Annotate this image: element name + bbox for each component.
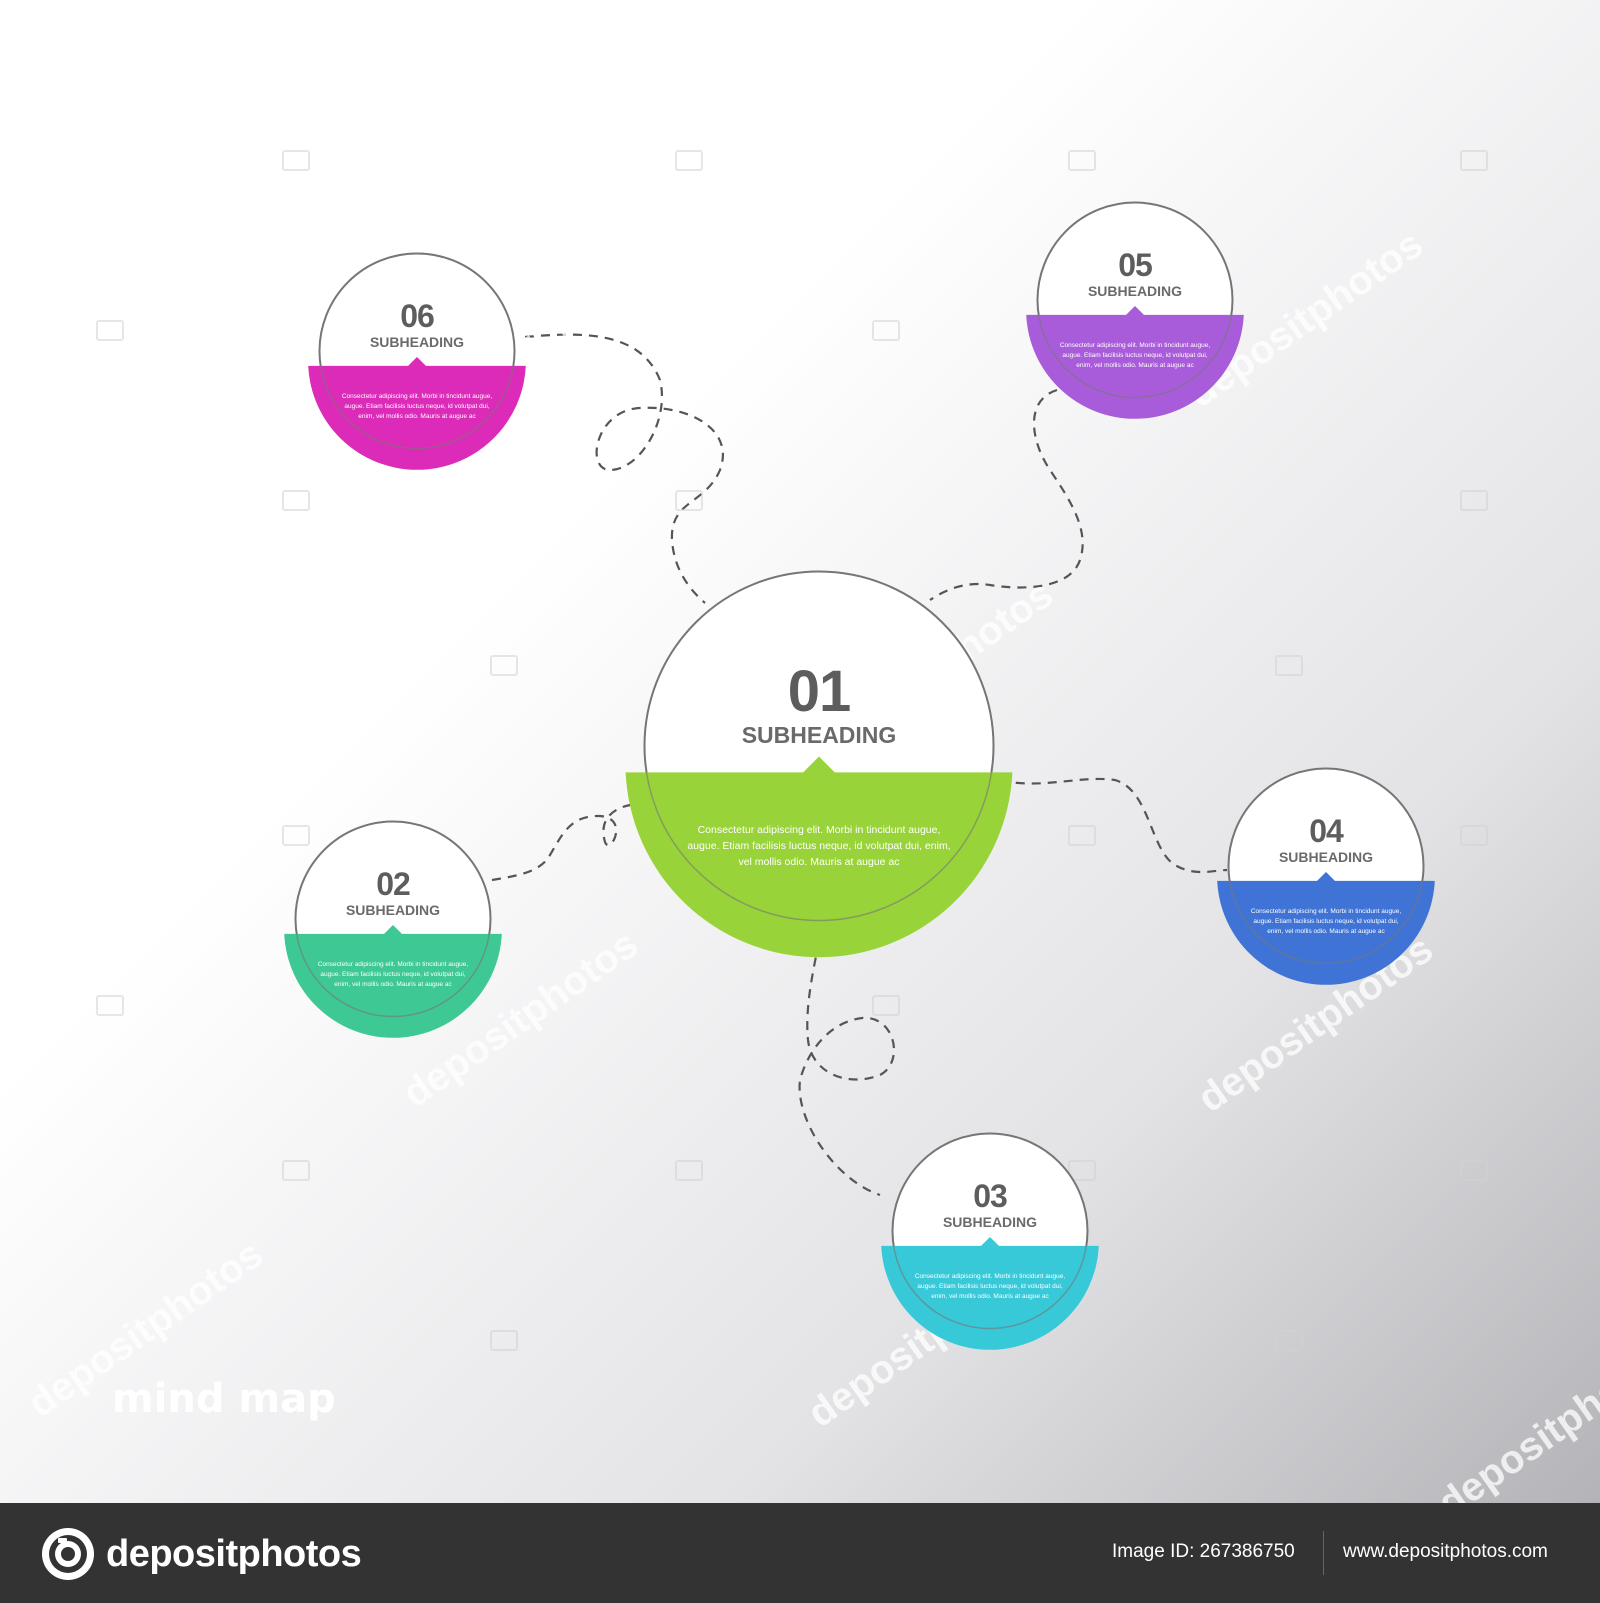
watermark-camera-icon	[872, 995, 900, 1016]
node-body-text: Consectetur adipiscing elit. Morbi in ti…	[914, 1273, 1066, 1300]
node-shape	[284, 820, 502, 1038]
node-color-band	[284, 924, 502, 1038]
footer-divider	[1323, 1531, 1324, 1575]
watermark-camera-icon	[490, 1330, 518, 1351]
mind-map-node-06[interactable]: 06 SUBHEADING Consectetur adipiscing eli…	[308, 252, 526, 470]
node-number: 02	[376, 866, 411, 902]
node-shape	[1026, 201, 1244, 419]
node-outline-overlay	[891, 1132, 1089, 1330]
footer-logo-text: depositphotos	[106, 1532, 362, 1575]
watermark-camera-icon	[1068, 1160, 1096, 1181]
watermark-camera-icon	[1275, 655, 1303, 676]
mind-map-node-03[interactable]: 03 SUBHEADING Consectetur adipiscing eli…	[881, 1132, 1099, 1350]
watermark-camera-icon	[1068, 825, 1096, 846]
watermark-camera-icon	[96, 320, 124, 341]
node-number: 03	[973, 1178, 1008, 1214]
node-subheading: SUBHEADING	[345, 902, 441, 918]
watermark-camera-icon	[282, 1160, 310, 1181]
node-outline-overlay	[318, 252, 516, 450]
watermark-camera-icon	[675, 150, 703, 171]
node-outline-overlay	[1227, 767, 1425, 965]
watermark-camera-icon	[490, 655, 518, 676]
node-body-text: Consectetur adipiscing elit. Morbi in ti…	[317, 961, 469, 988]
mind-map-node-01[interactable]: 01 SUBHEADING Consectetur adipiscing eli…	[625, 570, 1013, 958]
node-body-text: Consectetur adipiscing elit. Morbi in ti…	[1250, 908, 1402, 935]
node-number: 04	[1309, 813, 1344, 849]
node-number: 01	[787, 659, 852, 724]
node-shape	[881, 1132, 1099, 1350]
node-color-band	[1217, 871, 1435, 985]
node-body-text: Consectetur adipiscing elit. Morbi in ti…	[1059, 342, 1211, 369]
node-shape	[625, 570, 1013, 958]
mind-map-node-02[interactable]: 02 SUBHEADING Consectetur adipiscing eli…	[284, 820, 502, 1038]
mind-map-node-04[interactable]: 04 SUBHEADING Consectetur adipiscing eli…	[1217, 767, 1435, 985]
connector-01-02	[491, 803, 631, 882]
watermark-camera-icon	[1460, 150, 1488, 171]
node-color-band	[881, 1236, 1099, 1350]
watermark-camera-icon	[96, 995, 124, 1016]
watermark-camera-icon	[1068, 150, 1096, 171]
site-url-link[interactable]: www.depositphotos.com	[1343, 1541, 1548, 1562]
connector-01-04	[999, 777, 1228, 874]
watermark-camera-icon	[872, 320, 900, 341]
node-outline-overlay	[294, 820, 492, 1018]
node-color-band	[308, 356, 526, 470]
diagram-caption: mind map	[112, 1376, 336, 1422]
camera-icon	[42, 1528, 94, 1580]
watermark-camera-icon	[1460, 825, 1488, 846]
watermark-camera-icon	[1460, 1160, 1488, 1181]
node-subheading: SUBHEADING	[741, 722, 897, 748]
connector-01-06	[524, 333, 724, 604]
mind-map-node-05[interactable]: 05 SUBHEADING Consectetur adipiscing eli…	[1026, 201, 1244, 419]
node-shape	[1217, 767, 1435, 985]
footer-bar: depositphotos Image ID: 267386750 www.de…	[0, 1503, 1600, 1603]
node-body-text: Consectetur adipiscing elit. Morbi in ti…	[687, 824, 951, 868]
connector-01-05	[929, 388, 1084, 601]
connector-layer	[491, 333, 1228, 1197]
node-subheading: SUBHEADING	[942, 1214, 1038, 1230]
watermark-camera-icon	[1460, 490, 1488, 511]
watermark-camera-icon	[282, 825, 310, 846]
node-number: 06	[400, 298, 435, 334]
node-subheading: SUBHEADING	[369, 334, 465, 350]
connector-01-03	[798, 941, 896, 1197]
node-color-band	[625, 756, 1013, 958]
footer-logo[interactable]: depositphotos	[40, 1527, 362, 1581]
watermark-camera-icon	[282, 150, 310, 171]
node-number: 05	[1118, 247, 1153, 283]
node-shape	[308, 252, 526, 470]
node-subheading: SUBHEADING	[1087, 283, 1183, 299]
node-subheading: SUBHEADING	[1278, 849, 1374, 865]
node-outline-overlay	[1036, 201, 1234, 399]
node-outline-overlay	[643, 570, 995, 922]
node-body-text: Consectetur adipiscing elit. Morbi in ti…	[341, 393, 493, 420]
node-color-band	[1026, 305, 1244, 419]
watermark-camera-icon	[1275, 1330, 1303, 1351]
watermark-camera-icon	[675, 490, 703, 511]
watermark-camera-icon	[282, 490, 310, 511]
watermark-camera-icon	[675, 1160, 703, 1181]
image-id-label: Image ID: 267386750	[1112, 1541, 1295, 1562]
